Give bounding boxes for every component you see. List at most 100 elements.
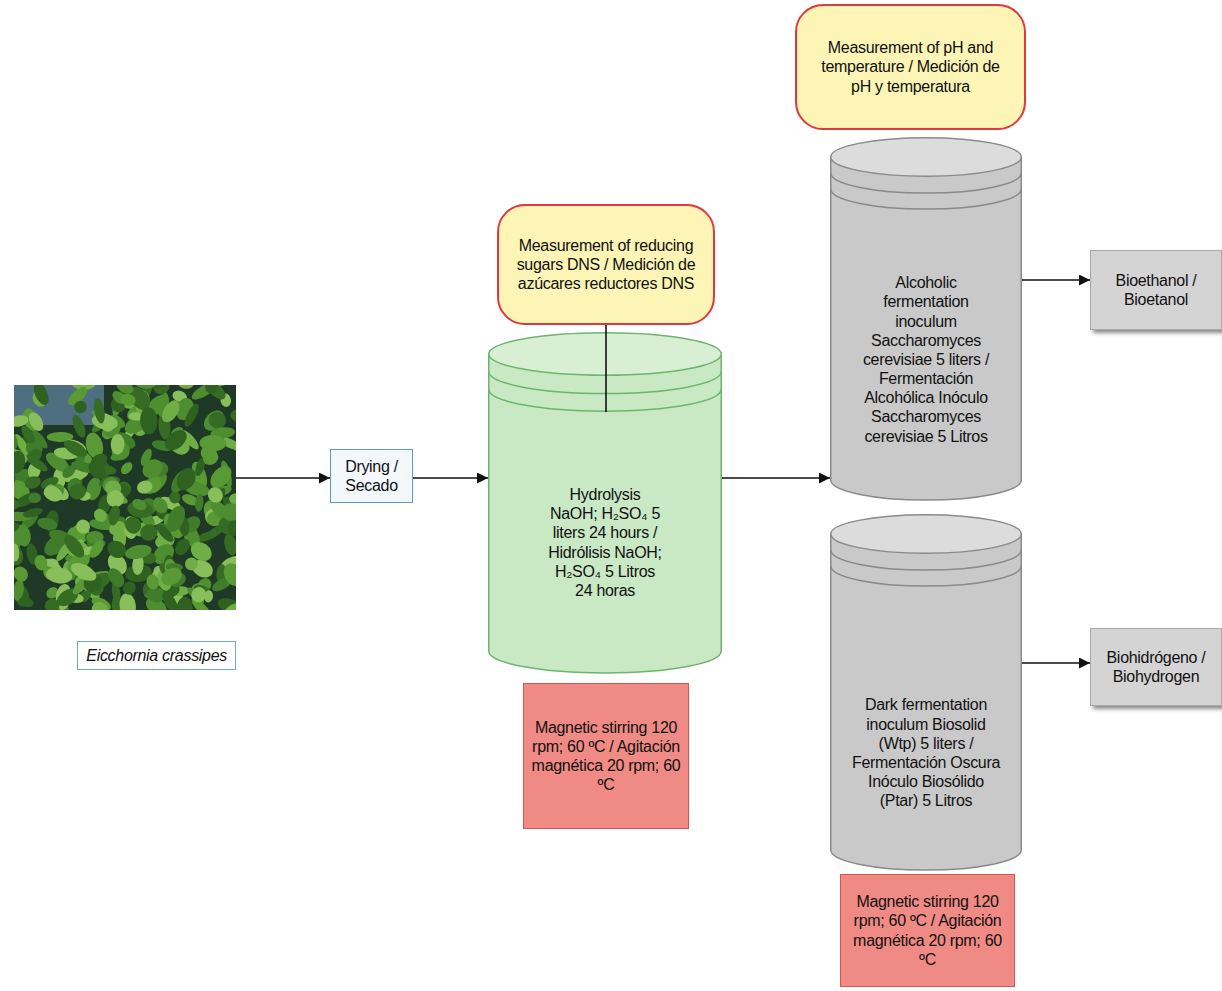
measurement-callout: Measurement of pH and temperature / Medi… bbox=[795, 4, 1026, 130]
leaf bbox=[14, 564, 31, 585]
leaf bbox=[220, 560, 236, 589]
leaf bbox=[105, 565, 128, 590]
measurement-label: Measurement of reducing sugars DNS / Med… bbox=[513, 236, 699, 294]
leaf bbox=[124, 542, 153, 561]
leaf bbox=[201, 448, 221, 467]
cylinder-body bbox=[831, 534, 1022, 870]
leaf bbox=[24, 446, 45, 466]
leaf bbox=[22, 506, 44, 519]
leaf bbox=[173, 465, 200, 494]
process-label: Drying / Secado bbox=[335, 457, 408, 495]
leaf bbox=[187, 538, 215, 565]
leaf bbox=[68, 559, 99, 584]
water-hyacinth-photo bbox=[14, 385, 236, 610]
reactor-label: Hydrolysis NaOH; H₂SO₄ 5 liters 24 hours… bbox=[545, 485, 665, 600]
leaf bbox=[119, 460, 135, 476]
leaf bbox=[199, 434, 227, 452]
leaf bbox=[85, 457, 109, 482]
leaf bbox=[205, 484, 226, 505]
leaf bbox=[138, 522, 160, 543]
cylinder-body bbox=[831, 157, 1022, 500]
leaf bbox=[70, 413, 88, 439]
leaf bbox=[19, 423, 38, 445]
leaf bbox=[18, 595, 35, 610]
leaf bbox=[204, 385, 219, 395]
leaf bbox=[215, 385, 234, 388]
cylinder-top bbox=[831, 515, 1022, 554]
leaf bbox=[28, 492, 41, 503]
cylinder-ring bbox=[831, 566, 1022, 586]
product-box: Biohidrógeno / Biohydrogen bbox=[1090, 628, 1222, 706]
cylinder-body bbox=[489, 354, 722, 673]
leaf bbox=[36, 516, 59, 532]
leaf bbox=[169, 491, 180, 503]
flow-arrow bbox=[1022, 662, 1090, 664]
flow-arrow bbox=[1022, 279, 1090, 281]
leaf bbox=[206, 462, 235, 492]
hydrolysis-reactor: Hydrolysis NaOH; H₂SO₄ 5 liters 24 hours… bbox=[488, 332, 722, 673]
leaf bbox=[14, 449, 27, 475]
leaf bbox=[14, 414, 30, 429]
cylinder-top bbox=[831, 138, 1022, 177]
leaf bbox=[14, 520, 21, 537]
leaf bbox=[31, 385, 52, 407]
leaf bbox=[107, 504, 122, 526]
leaf bbox=[158, 397, 183, 425]
leaf bbox=[189, 585, 209, 605]
leaf bbox=[61, 437, 90, 461]
reactor-label: Dark fermentation inoculum Biosolid (Wtp… bbox=[851, 695, 1001, 810]
product-label: Biohidrógeno / Biohydrogen bbox=[1097, 648, 1215, 686]
leaf bbox=[182, 402, 202, 429]
leaf bbox=[222, 533, 236, 557]
species-label: Eicchornia crassipes bbox=[14, 385, 236, 670]
leaf bbox=[104, 537, 129, 562]
leaf bbox=[135, 479, 154, 496]
condition-label: Magnetic stirring 120 rpm; 60 ºC / Agita… bbox=[848, 892, 1008, 969]
flow-arrow bbox=[236, 477, 330, 479]
flow-arrow bbox=[722, 477, 830, 479]
leaf bbox=[41, 483, 65, 504]
leaf bbox=[161, 426, 191, 454]
leaf bbox=[33, 554, 49, 572]
leaf bbox=[176, 596, 193, 610]
fermentation-reactor: Dark fermentation inoculum Biosolid (Wtp… bbox=[830, 514, 1022, 870]
leaf bbox=[194, 494, 204, 512]
cylinder-ring bbox=[489, 389, 722, 411]
leaf bbox=[172, 536, 193, 558]
photo-ground bbox=[14, 385, 236, 610]
condition-box: Magnetic stirring 120 rpm; 60 ºC / Agita… bbox=[840, 874, 1015, 987]
leaf bbox=[68, 482, 88, 501]
cylinder-outline bbox=[830, 514, 1022, 870]
leaf bbox=[110, 434, 124, 455]
species-name: Eicchornia crassipes bbox=[77, 641, 236, 670]
leaf bbox=[87, 538, 107, 560]
leaf bbox=[139, 407, 158, 435]
reactor-label: Alcoholic fermentation inoculum Saccharo… bbox=[851, 273, 1001, 446]
leaf bbox=[44, 598, 59, 610]
condition-box: Magnetic stirring 120 rpm; 60 ºC / Agita… bbox=[523, 683, 689, 829]
leaf bbox=[14, 497, 20, 511]
leaf bbox=[14, 432, 19, 450]
leaf bbox=[219, 599, 236, 610]
leaf bbox=[219, 500, 236, 523]
leaf bbox=[91, 506, 109, 524]
leaf bbox=[130, 497, 148, 513]
cylinder-top bbox=[489, 333, 722, 376]
leaf bbox=[138, 447, 154, 468]
leaf bbox=[60, 531, 87, 560]
leaf bbox=[134, 385, 156, 389]
flow-arrow bbox=[605, 325, 607, 412]
leaf bbox=[119, 392, 137, 407]
condition-label: Magnetic stirring 120 rpm; 60 ºC / Agita… bbox=[530, 718, 682, 795]
fermentation-reactor: Alcoholic fermentation inoculum Saccharo… bbox=[830, 137, 1022, 500]
measurement-label: Measurement of pH and temperature / Medi… bbox=[811, 38, 1010, 96]
product-box: Bioethanol / Bioetanol bbox=[1090, 250, 1222, 330]
leaf bbox=[150, 494, 171, 516]
leaf bbox=[72, 399, 88, 415]
leaf bbox=[158, 564, 185, 589]
product-label: Bioethanol / Bioetanol bbox=[1097, 271, 1215, 309]
cylinder-ring bbox=[831, 189, 1022, 209]
leaf bbox=[175, 385, 196, 391]
leaf bbox=[23, 474, 43, 491]
process-box: Drying / Secado bbox=[330, 449, 413, 503]
